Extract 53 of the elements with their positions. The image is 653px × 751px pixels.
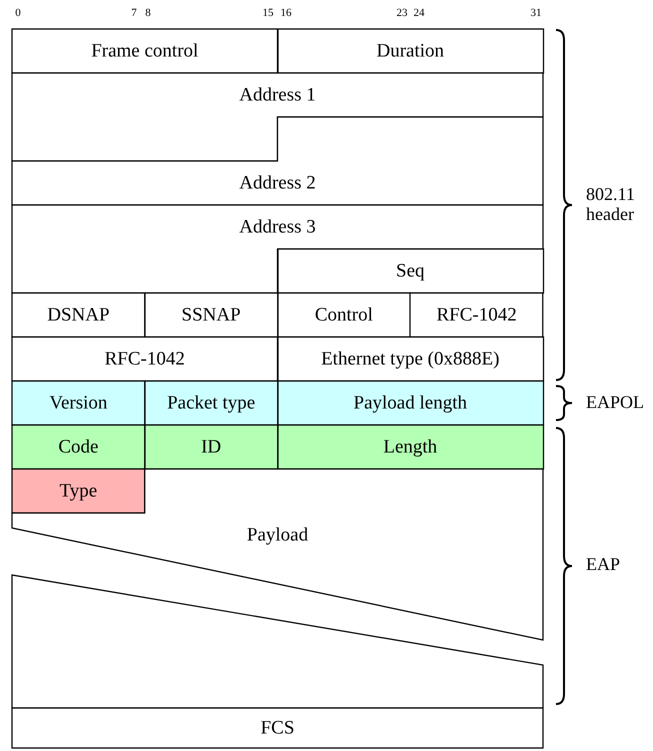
field-label: Address 2: [239, 174, 316, 192]
group-label: 802.11 header: [586, 185, 636, 225]
field-box: [12, 469, 543, 708]
field-box: [12, 293, 145, 337]
field-box: [12, 205, 543, 293]
field-box: [12, 29, 278, 73]
field-label: Packet type: [167, 394, 256, 412]
field-label: ID: [201, 438, 222, 456]
field-label: Seq: [396, 262, 424, 280]
field-label: DSNAP: [47, 306, 110, 324]
bit-number: 24: [414, 6, 424, 20]
field-label: Type: [60, 482, 98, 500]
bit-number: 16: [280, 6, 292, 20]
field-label: SSNAP: [182, 306, 241, 324]
field-label: Frame control: [91, 42, 198, 60]
field-box: [12, 117, 543, 205]
field-box: [12, 708, 543, 748]
field-label: Address 3: [239, 218, 316, 236]
bit-number: 7: [131, 6, 137, 20]
field-label: Address 1: [239, 86, 316, 104]
field-label: Version: [49, 394, 108, 412]
field-box: [278, 381, 543, 425]
field-label: Ethernet type (0x888E): [321, 350, 500, 368]
field-label: Duration: [376, 42, 444, 60]
field-label: Length: [383, 438, 438, 456]
field-box: [278, 337, 543, 381]
bit-number: 0: [15, 6, 21, 20]
field-label: Control: [314, 306, 373, 324]
field-box: [12, 73, 543, 161]
field-box: [12, 337, 278, 381]
bit-number: 23: [396, 6, 408, 20]
field-label: FCS: [260, 718, 294, 738]
bit-number: 8: [145, 6, 151, 20]
field-box: [12, 469, 145, 513]
field-box: [144, 425, 278, 469]
field-box: [278, 425, 543, 469]
field-box: [12, 381, 145, 425]
field-box: [278, 249, 543, 293]
field-box: [278, 29, 543, 73]
field-box: [144, 293, 278, 337]
field-box: [410, 293, 543, 337]
bit-number: 31: [530, 6, 542, 20]
field-box: [12, 425, 145, 469]
group-label: EAP: [586, 555, 620, 575]
field-label: RFC-1042: [104, 350, 185, 368]
field-box: [278, 293, 410, 337]
group-label: EAPOL: [586, 393, 644, 413]
field-label: Code: [58, 438, 98, 456]
field-box: [144, 381, 278, 425]
bit-number: 15: [262, 6, 274, 20]
field-label: Payload: [246, 526, 308, 544]
field-label: RFC-1042: [436, 306, 517, 324]
field-label: Payload length: [354, 394, 467, 412]
